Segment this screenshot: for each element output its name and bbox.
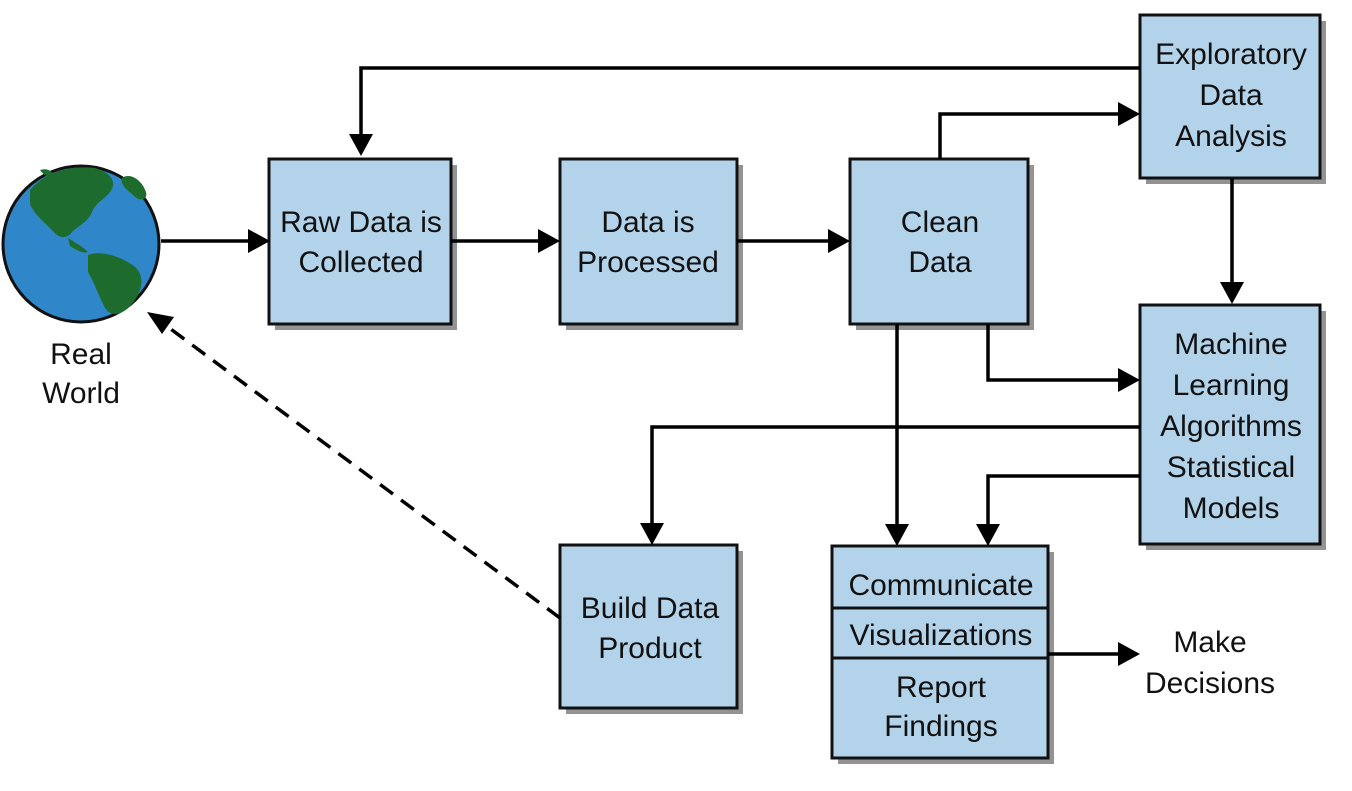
svg-text:Models: Models — [1183, 492, 1280, 525]
svg-text:Processed: Processed — [577, 246, 719, 279]
data-processed-box: Data is Processed — [558, 157, 743, 330]
report-findings-label-2: Findings — [884, 710, 997, 743]
svg-text:Collected: Collected — [298, 246, 423, 279]
svg-text:Exploratory: Exploratory — [1155, 38, 1307, 71]
communicate-label: Communicate — [848, 569, 1033, 602]
svg-text:Make: Make — [1173, 626, 1246, 659]
svg-text:Data: Data — [908, 246, 972, 279]
arrow-clean-to-eda — [938, 102, 1140, 159]
arrow-processed-to-clean — [737, 229, 850, 253]
svg-text:Raw Data is: Raw Data is — [280, 206, 442, 239]
svg-text:Machine: Machine — [1174, 328, 1287, 361]
build-data-product-box: Build Data Product — [558, 543, 743, 714]
communicate-box: Communicate Visualizations Report Findin… — [830, 544, 1054, 764]
svg-text:Decisions: Decisions — [1145, 667, 1275, 700]
visualizations-label: Visualizations — [850, 619, 1033, 652]
svg-text:Statistical: Statistical — [1167, 451, 1295, 484]
arrow-ml-to-build — [640, 425, 1140, 545]
svg-text:World: World — [42, 377, 120, 410]
svg-text:Product: Product — [598, 632, 702, 665]
arrow-clean-to-communicate — [885, 324, 909, 546]
arrow-eda-to-ml — [1220, 178, 1244, 304]
svg-text:Analysis: Analysis — [1175, 120, 1287, 153]
arrow-clean-to-ml — [986, 324, 1140, 392]
globe-icon — [1, 164, 161, 324]
arrow-ml-to-communicate — [976, 474, 1140, 546]
svg-text:Learning: Learning — [1173, 369, 1290, 402]
make-decisions-label: Make Decisions — [1145, 626, 1275, 700]
exploratory-data-analysis-box: Exploratory Data Analysis — [1138, 13, 1326, 184]
real-world-label: Real World — [42, 338, 120, 410]
svg-text:Data is: Data is — [601, 206, 694, 239]
arrow-raw-to-processed — [451, 229, 560, 253]
svg-text:Data: Data — [1199, 79, 1263, 112]
svg-text:Real: Real — [50, 338, 112, 371]
arrow-world-to-raw — [161, 229, 270, 253]
clean-data-box: Clean Data — [848, 157, 1034, 330]
raw-data-collected-box: Raw Data is Collected — [267, 157, 457, 330]
arrow-communicate-to-decisions — [1048, 642, 1140, 666]
svg-text:Build Data: Build Data — [581, 592, 720, 625]
report-findings-label: Report — [896, 671, 987, 704]
arrow-eda-to-raw — [349, 66, 1140, 156]
svg-text:Clean: Clean — [901, 206, 979, 239]
machine-learning-box: Machine Learning Algorithms Statistical … — [1138, 303, 1326, 550]
dashed-arrow-build-to-world — [147, 312, 562, 620]
svg-text:Algorithms: Algorithms — [1160, 410, 1302, 443]
